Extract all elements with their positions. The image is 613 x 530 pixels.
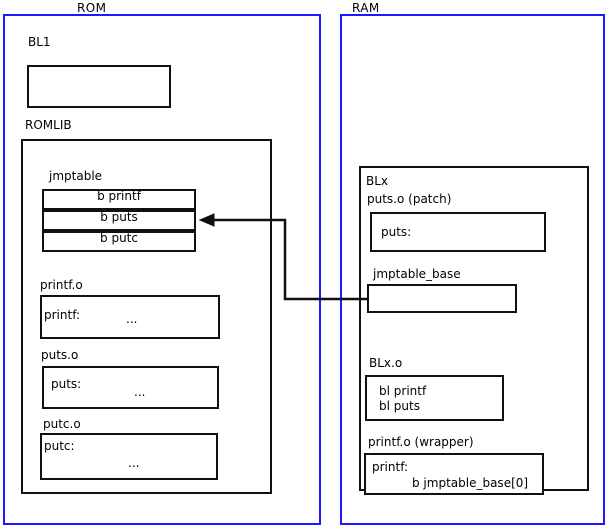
- romlib-printf-o-box: printf: ...: [40, 295, 220, 339]
- jmptable-base-label: jmptable_base: [373, 267, 461, 281]
- blx-wrapper-box: printf: b jmptable_base[0]: [364, 453, 544, 495]
- rom-region-label: ROM: [77, 1, 107, 15]
- blx-wrapper-symbol: printf:: [372, 460, 409, 474]
- romlib-label: ROMLIB: [25, 118, 72, 132]
- jmptable-entry-b-putc-text: b putc: [100, 231, 138, 245]
- blx-wrapper-branch: b jmptable_base[0]: [412, 476, 529, 490]
- jmptable-entry-b-puts[interactable]: b puts: [42, 210, 196, 231]
- romlib-putc-o-box: putc: ...: [40, 433, 218, 480]
- jmptable-entry-b-printf-text: b printf: [97, 189, 141, 203]
- romlib-puts-o-label: puts.o: [41, 348, 79, 362]
- romlib-printf-o-label: printf.o: [40, 278, 83, 292]
- romlib-printf-ellipsis: ...: [126, 312, 138, 326]
- blx-o-label: BLx.o: [369, 356, 403, 370]
- romlib-putc-ellipsis: ...: [128, 456, 140, 470]
- jmptable-entry-b-puts-text: b puts: [100, 210, 138, 224]
- jmptable-entry-b-printf[interactable]: b printf: [42, 189, 196, 210]
- blx-patch-symbol: puts:: [381, 225, 412, 239]
- blx-patch-box: puts:: [370, 212, 546, 252]
- romlib-box: [21, 139, 272, 494]
- jmptable-label: jmptable: [49, 169, 103, 183]
- blx-o-line-bl-puts: bl puts: [379, 399, 420, 413]
- romlib-puts-o-box: puts: ...: [42, 366, 219, 409]
- blx-wrapper-label: printf.o (wrapper): [368, 435, 474, 449]
- blx-label: BLx: [366, 174, 389, 188]
- bl1-label: BL1: [28, 35, 51, 49]
- ram-region-label: RAM: [352, 1, 380, 15]
- romlib-printf-symbol: printf:: [44, 308, 81, 322]
- blx-o-line-bl-printf: bl printf: [379, 384, 427, 398]
- jmptable-base-box: [367, 284, 517, 313]
- romlib-puts-symbol: puts:: [51, 377, 82, 391]
- romlib-puts-ellipsis: ...: [134, 385, 146, 399]
- blx-patch-label: puts.o (patch): [367, 192, 452, 206]
- bl1-box: [27, 65, 171, 108]
- romlib-putc-symbol: putc:: [44, 439, 75, 453]
- blx-o-box: bl printf bl puts: [365, 375, 504, 421]
- romlib-putc-o-label: putc.o: [43, 417, 81, 431]
- jmptable-entry-b-putc[interactable]: b putc: [42, 231, 196, 252]
